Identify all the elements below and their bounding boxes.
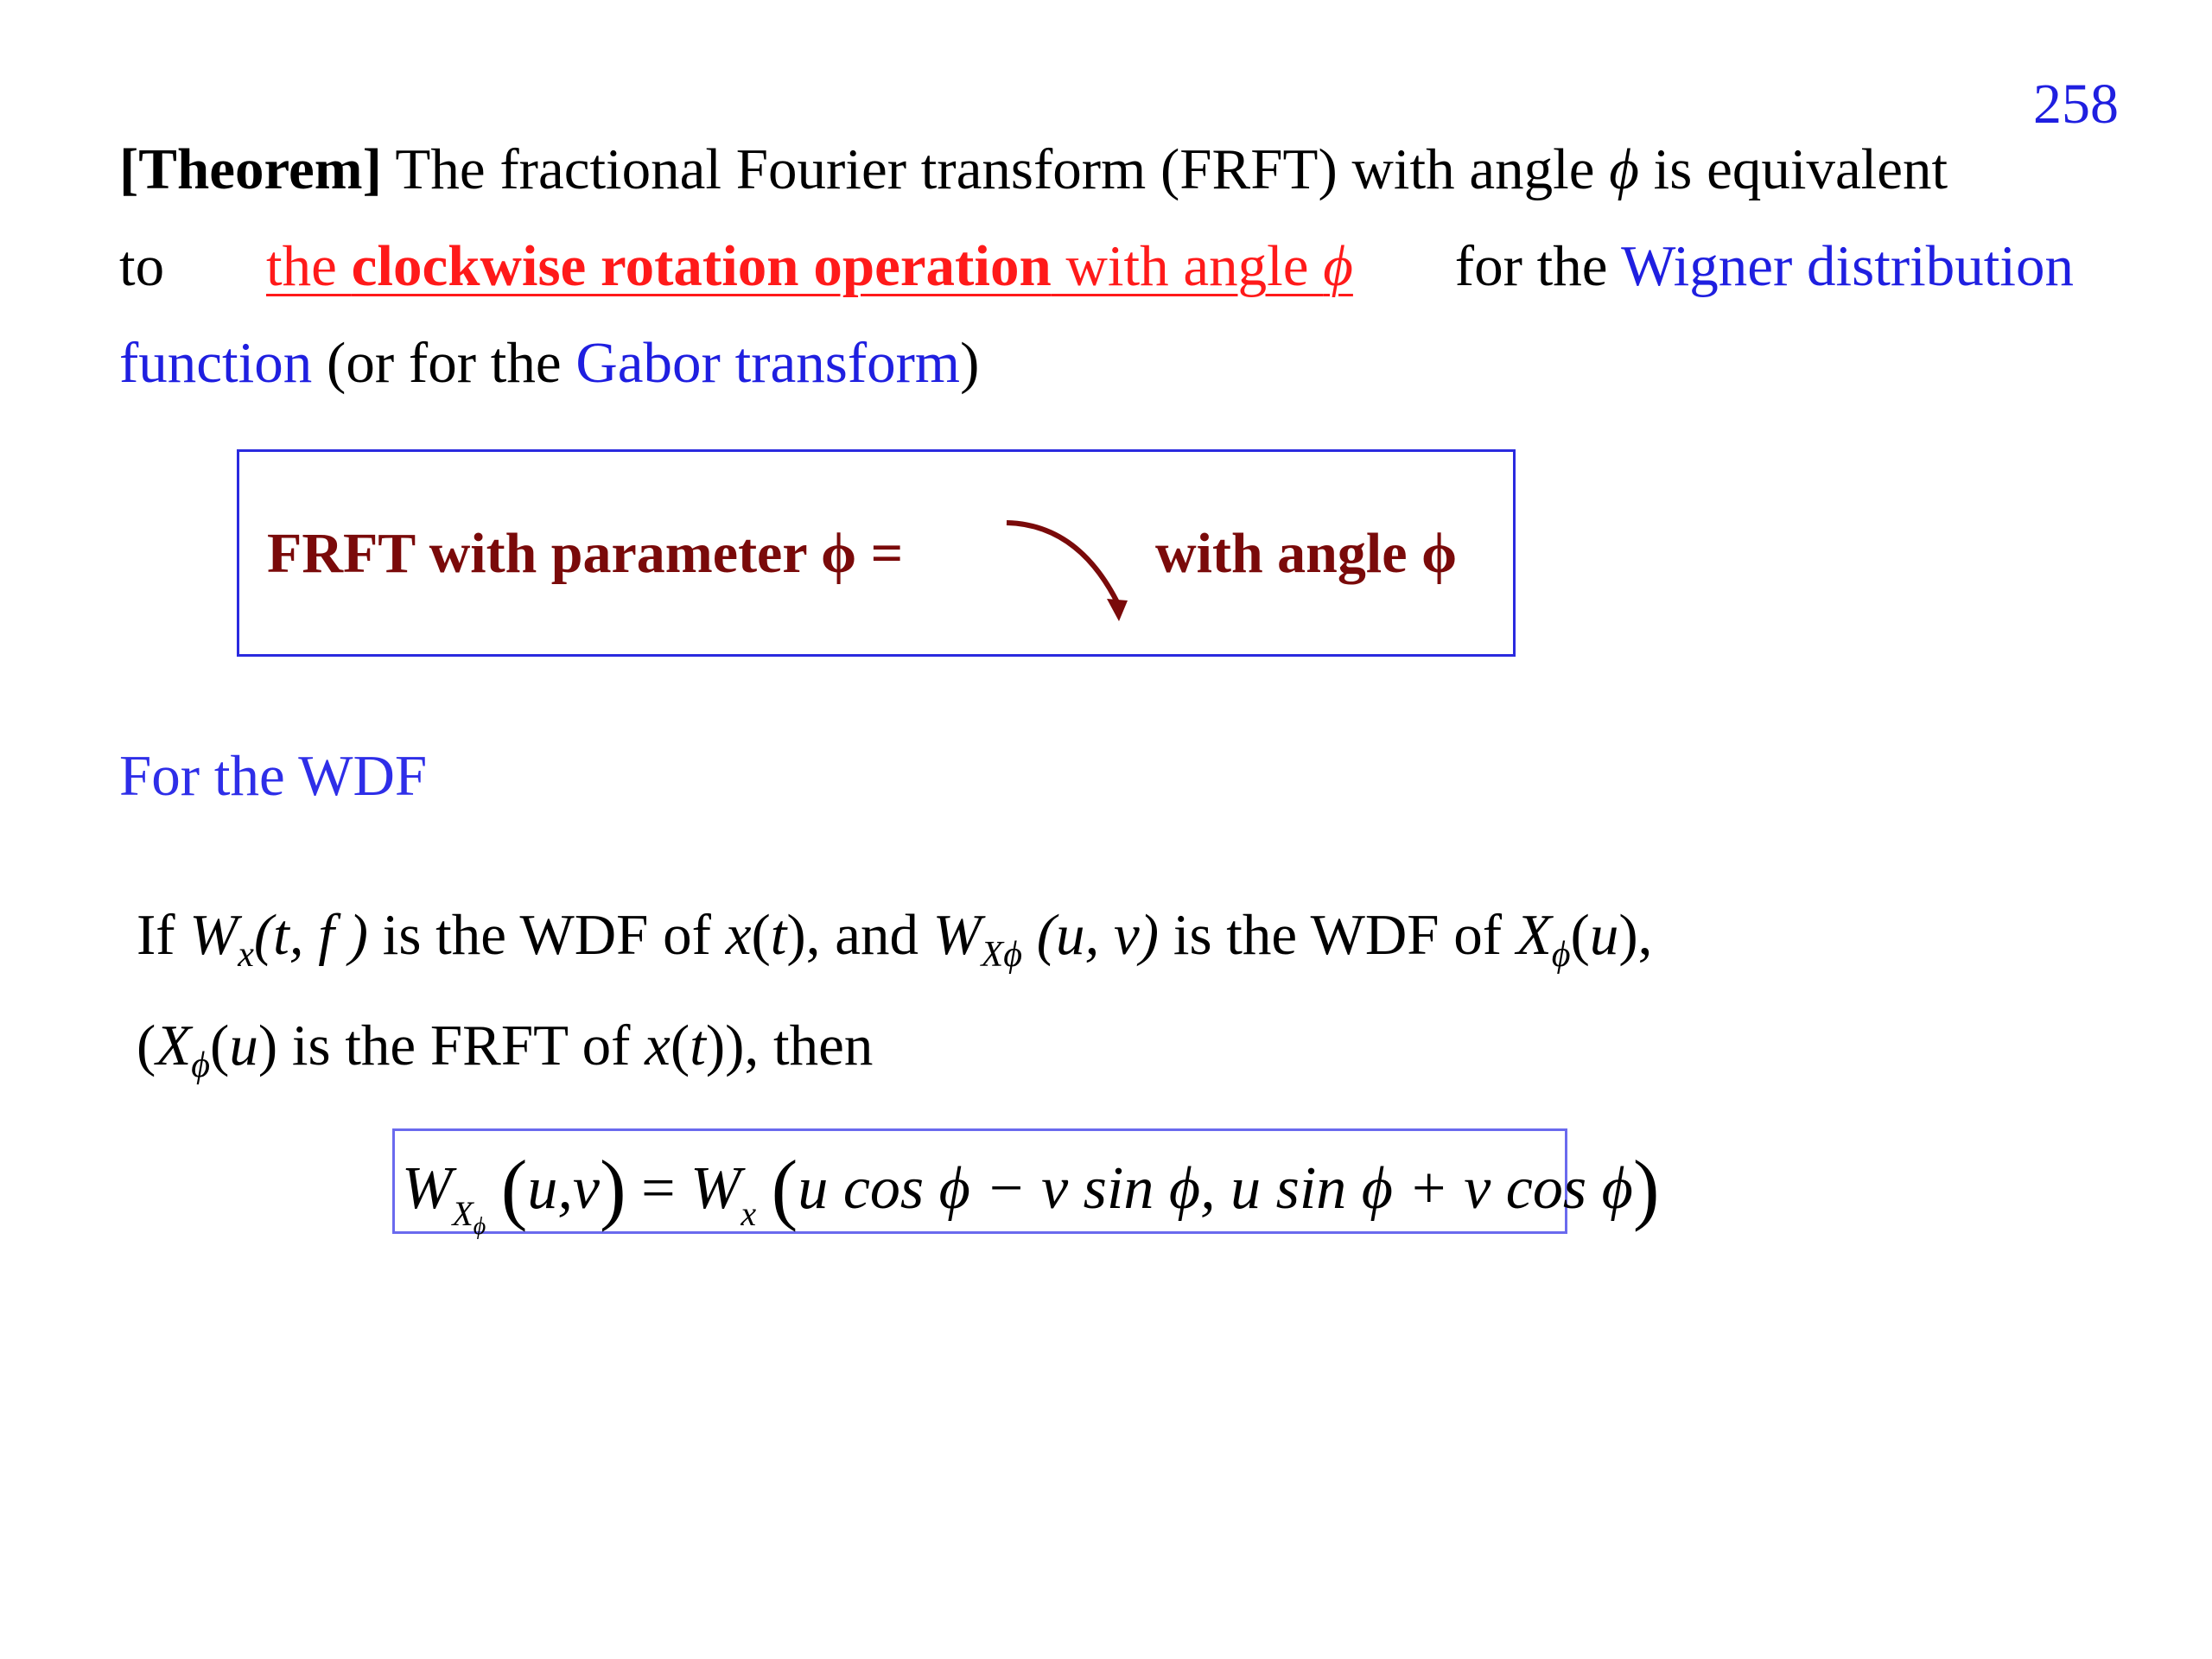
theorem-line-3: function (or for the Gabor transform) — [119, 315, 2107, 411]
x-symbol-2: x — [645, 1014, 671, 1077]
formula-lhs-sub-phi: ϕ — [473, 1213, 486, 1240]
formula-rhs-w: W — [690, 1155, 741, 1222]
clockwise-arrow-icon — [1006, 520, 1128, 621]
xphi-symbol: X — [1516, 903, 1552, 967]
wigner-distribution-term: Wigner distribution — [1621, 234, 2074, 298]
theorem-text-1-end: is equivalent — [1638, 137, 1948, 201]
wx-subscript: x — [238, 935, 254, 975]
wxphi-args: (u, v) — [1036, 903, 1160, 967]
rotation-formula: WXϕ (u,v) = Wx (u cos ϕ − v sin ϕ, u sin… — [402, 1144, 1660, 1240]
theorem-label: [Theorem] — [119, 137, 382, 201]
formula-rhs-sub: x — [741, 1194, 757, 1233]
wx-symbol: W — [189, 903, 238, 967]
condition-text-3: is the WDF of — [1159, 903, 1516, 967]
section-heading-wdf: For the WDF — [119, 744, 428, 808]
formula-lhs-w: W — [402, 1155, 453, 1222]
theorem-to: to — [119, 234, 165, 298]
wxphi-symbol: W — [932, 903, 982, 967]
wdf-condition-paragraph: If Wx(t, f ) is the WDF of x(t), and WXϕ… — [137, 880, 1652, 1101]
wxphi-subscript: Xϕ — [981, 935, 1022, 975]
condition-text-2: , and — [805, 903, 933, 967]
formula-lhs-sub-x: X — [452, 1194, 474, 1233]
page-number: 258 — [2033, 73, 2119, 136]
frft-parameter-label: FRFT with parameter ϕ = — [267, 522, 904, 585]
condition-line-1: If Wx(t, f ) is the WDF of x(t), and WXϕ… — [137, 903, 1653, 975]
frft-equivalence-box: FRFT with parameter ϕ = with angle ϕ — [237, 449, 1516, 657]
for-the-text: for the — [1454, 234, 1622, 298]
condition-line-2: (Xϕ(u) is the FRFT of x(t)), then — [137, 1014, 874, 1085]
red-with-angle: with angle — [1051, 234, 1324, 298]
xphi-subscript-2: ϕ — [191, 1046, 210, 1085]
condition-text-4: is the FRFT of — [277, 1014, 645, 1077]
formula-equals: = — [626, 1155, 691, 1222]
u-symbol: u — [1589, 903, 1619, 967]
red-phi-symbol: ϕ — [1323, 234, 1353, 298]
xphi-subscript: ϕ — [1551, 935, 1571, 975]
t-symbol-2: t — [690, 1014, 706, 1077]
phi-symbol: ϕ — [1609, 137, 1639, 201]
function-term: function — [119, 331, 313, 395]
clockwise-rotation-phrase: the clockwise rotation operation with an… — [266, 218, 1353, 315]
wx-args: (t, f ) — [253, 903, 368, 967]
theorem-paragraph: [Theorem] The fractional Fourier transfo… — [119, 121, 2107, 411]
xphi-symbol-2: X — [156, 1014, 192, 1077]
theorem-line-1: [Theorem] The fractional Fourier transfo… — [119, 121, 2107, 218]
clockwise-rotation-operation: clockwise rotation operation — [351, 234, 1052, 298]
gabor-transform-term: Gabor transform — [575, 331, 961, 395]
red-the: the — [266, 234, 352, 298]
x-symbol: x — [725, 903, 752, 967]
then-text: )), then — [705, 1014, 874, 1077]
if-word: If — [137, 903, 190, 967]
theorem-text-1: The fractional Fourier transform (FRFT) … — [381, 137, 1610, 201]
theorem-text-3-end: ) — [960, 331, 980, 395]
theorem-for-the: for the Wigner distribution — [1455, 218, 2074, 315]
with-angle-label: with angle ϕ — [1155, 522, 1458, 585]
t-symbol: t — [770, 903, 787, 967]
u-symbol-2: u — [229, 1014, 258, 1077]
condition-text-1: is the WDF of — [367, 903, 726, 967]
rotation-formula-box: WXϕ (u,v) = Wx (u cos ϕ − v sin ϕ, u sin… — [392, 1128, 1660, 1239]
theorem-line-2: to the clockwise rotation operation with… — [119, 218, 2074, 315]
theorem-text-3: (or for the — [312, 331, 576, 395]
formula-lhs-args: u,v — [527, 1155, 600, 1222]
formula-rhs-args: u cos ϕ − v sin ϕ, u sin ϕ + v cos ϕ — [798, 1155, 1633, 1222]
